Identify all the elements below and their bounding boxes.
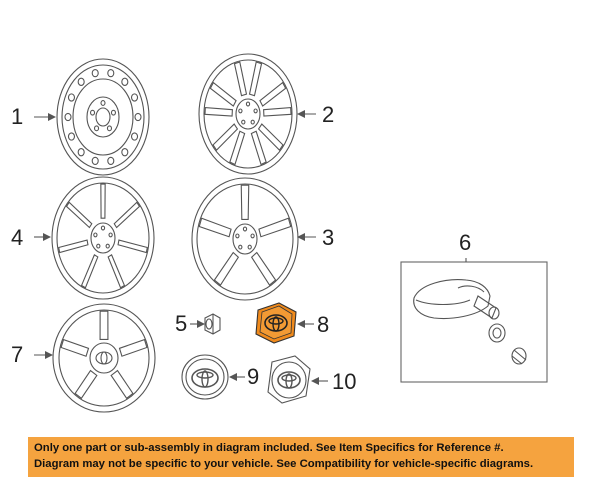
vent-hole [91,156,99,166]
lug-hole [105,243,110,249]
spoke [212,123,239,152]
part-2-alloy-wheel [198,53,298,175]
spoke [250,130,267,166]
lug-hole [110,109,117,116]
spoke [110,369,134,400]
spoke [65,201,93,229]
spoke [204,106,233,117]
part-8-center-cap [255,302,297,344]
lug-hole [238,108,243,114]
lug-hole [253,108,258,114]
callout-9: 9 [247,364,260,389]
spoke [250,251,277,286]
lug-hole [250,119,255,125]
callout-5: 5 [175,311,188,336]
vent-hole [77,148,85,157]
part-1-steel-wheel [56,58,150,176]
spoke [213,251,240,286]
spoke [198,217,232,238]
spoke [259,81,287,107]
lug-hole [89,109,96,116]
spoke [229,130,246,166]
disclaimer-line-1: Only one part or sub-assembly in diagram… [34,442,504,454]
spoke [100,183,106,219]
part-10-pentagon-cap [267,355,311,404]
lug-hole [100,100,106,106]
spoke [263,106,292,117]
lug-hole [241,119,246,125]
spoke [233,61,248,97]
part-4-seven-spoke-wheel [51,176,155,300]
lug-hole [235,233,240,239]
disclaimer-line-2: Diagram may not be specific to your vehi… [34,458,534,470]
callout-7: 7 [11,342,24,367]
vent-hole [121,148,129,157]
spoke [240,184,250,220]
lug-hole [238,244,243,250]
spoke [107,254,126,289]
lug-hole [250,233,255,239]
vent-hole [130,93,139,102]
lug-hole [245,101,251,107]
part-7-hubcap-wheel [52,303,156,413]
spoke [74,369,98,400]
spoke [248,61,263,97]
lug-hole [100,225,106,231]
lug-hole [247,244,252,250]
part-5-lug-nut [204,313,221,335]
spoke [113,201,141,229]
vent-hole [130,132,139,141]
disclaimer-banner: Only one part or sub-assembly in diagram… [28,437,574,477]
callout-8: 8 [317,312,330,337]
vent-hole [64,112,72,122]
lug-hole [242,226,248,232]
vent-hole [121,77,129,86]
lug-hole [93,125,100,132]
spoke [58,239,89,254]
part-9-round-cap [181,354,229,400]
vent-hole [107,68,115,78]
vent-hole [107,156,115,166]
vent-hole [67,132,76,141]
vent-hole [67,93,76,102]
spoke [60,338,90,357]
vent-hole [77,77,85,86]
lug-hole [96,243,101,249]
part-3-split-spoke-wheel [191,177,299,301]
spoke [117,239,148,254]
spoke [118,338,148,357]
callout-2: 2 [322,102,335,127]
spoke [257,123,284,152]
spoke [80,254,99,289]
vent-hole [134,112,142,122]
spoke [99,310,109,341]
vent-hole [91,68,99,78]
lug-hole [106,125,113,132]
callout-3: 3 [322,225,335,250]
callout-1: 1 [11,104,24,129]
callout-10: 10 [332,369,357,394]
callout-6: 6 [459,230,472,255]
lug-hole [108,232,113,238]
part-6-tpms-sensor [400,258,548,383]
callout-4: 4 [11,225,24,250]
spoke [209,81,237,107]
spoke [258,217,292,238]
lug-hole [93,232,98,238]
